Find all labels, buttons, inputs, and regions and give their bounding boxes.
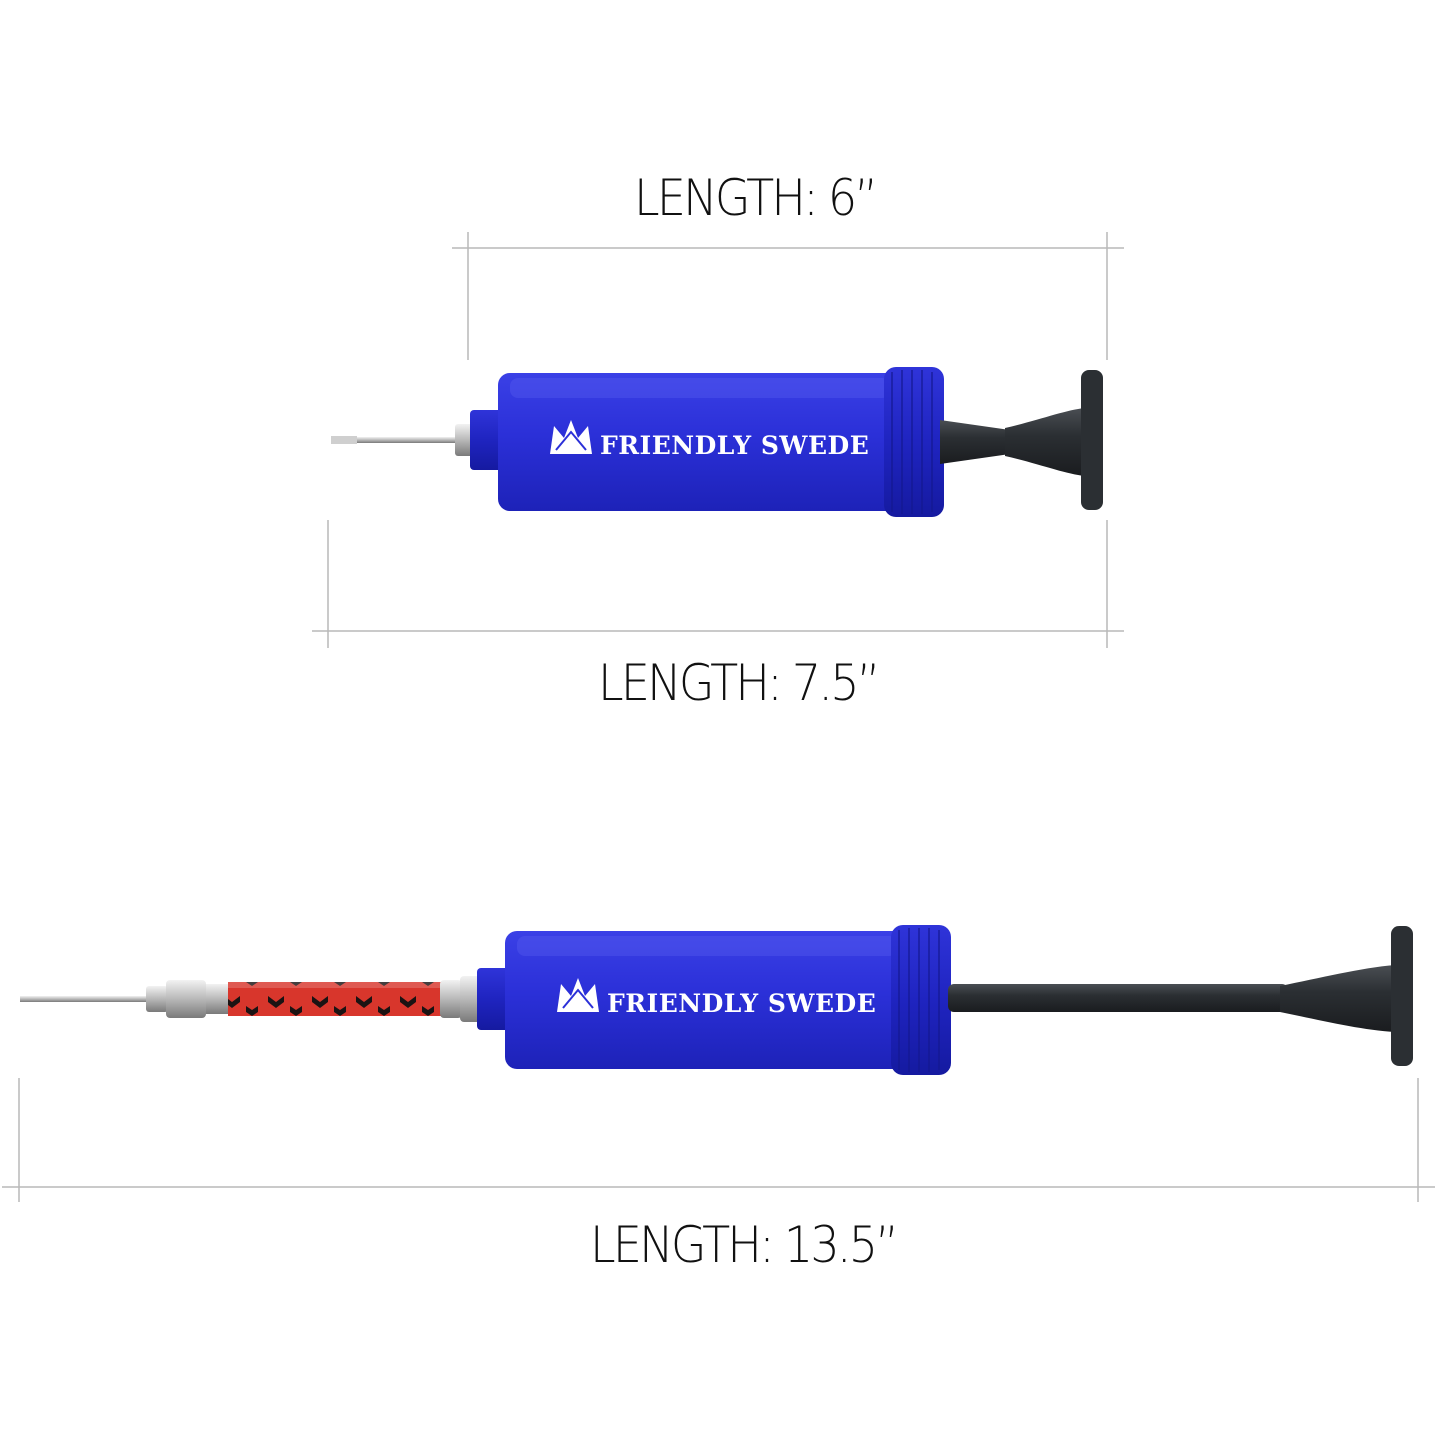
length-label-7-5: LENGTH: 7.5” (598, 654, 881, 712)
pump-cap-long (891, 925, 951, 1075)
needle-short (331, 437, 461, 443)
pump-cap-short (884, 367, 944, 517)
length-label-13-5: LENGTH: 13.5” (590, 1216, 899, 1274)
length-label-6: LENGTH: 6” (634, 169, 878, 227)
dimension-lines-bottom (2, 1078, 1435, 1202)
needle-nut (455, 424, 473, 456)
braided-hose (228, 982, 444, 1016)
pump-long: FRIENDLY SWEDE (20, 925, 1413, 1075)
pump-body-long (505, 931, 905, 1069)
crown-logo-icon (557, 978, 599, 1012)
brand-name-long: FRIENDLY SWEDE (607, 989, 876, 1018)
dimension-lines-top (312, 232, 1124, 648)
pump-short: FRIENDLY SWEDE (331, 367, 1103, 517)
crown-logo-icon (550, 420, 592, 454)
brand-name-short: FRIENDLY SWEDE (600, 431, 869, 460)
handle-long (1391, 926, 1413, 1066)
pump-body-short (498, 373, 898, 511)
handle-short (1081, 370, 1103, 510)
needle-long (20, 996, 150, 1002)
